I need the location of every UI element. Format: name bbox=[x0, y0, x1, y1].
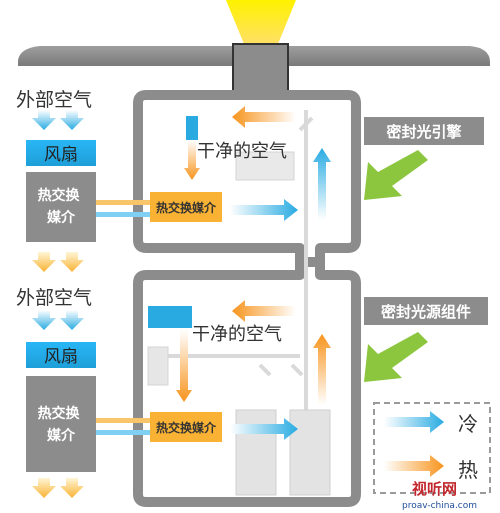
warm-arrow-left-top bbox=[232, 106, 296, 128]
hx-line-2: 媒介 bbox=[46, 427, 76, 444]
lamp-right bbox=[289, 409, 331, 496]
sealed-engine-badge bbox=[364, 117, 484, 145]
heat-exchanger-inner-bottom bbox=[150, 412, 222, 442]
inflow-arrows-top bbox=[32, 110, 84, 130]
clean-air-label-bottom: 干净的空气 bbox=[192, 324, 282, 345]
pipes-bottom bbox=[96, 418, 154, 435]
light-beam bbox=[226, 0, 296, 44]
heat-exchanger-inner-top bbox=[150, 192, 222, 222]
legend-box bbox=[373, 402, 491, 494]
outflow-arrows-bottom bbox=[32, 478, 84, 498]
watermark-url: proav-china.com bbox=[402, 501, 477, 511]
hx-line-1: 热交换 bbox=[38, 405, 81, 422]
fan-label-bottom: 风扇 bbox=[44, 347, 78, 367]
heat-exchanger-outer-bottom bbox=[26, 376, 96, 472]
cool-outlet-top bbox=[186, 116, 198, 140]
pipes-top bbox=[96, 200, 154, 217]
heat-exchanger-inner-label-bottom: 热交换媒介 bbox=[156, 420, 217, 435]
fan-label-top: 风扇 bbox=[44, 145, 78, 165]
warm-arrow-down-top bbox=[184, 140, 200, 180]
inflow-arrows-bottom bbox=[32, 310, 84, 330]
cool-arrow-up-top bbox=[313, 148, 331, 220]
watermark-brand: 视听网 bbox=[412, 480, 457, 498]
green-arrow-top bbox=[364, 150, 428, 200]
heat-exchanger-inner-label-top: 热交换媒介 bbox=[156, 200, 217, 215]
outside-air-label-top: 外部空气 bbox=[16, 89, 92, 111]
heat-exchanger-outer-top bbox=[26, 172, 96, 242]
outside-air-label-bottom: 外部空气 bbox=[16, 287, 92, 309]
cool-arrow-right-bottom bbox=[230, 418, 298, 440]
warm-arrow-left-bottom bbox=[232, 300, 296, 322]
heat-exchanger-outer-label-top: 热交换 媒介 bbox=[38, 187, 85, 226]
legend-cold-arrow bbox=[384, 411, 444, 433]
green-arrow-bottom bbox=[364, 332, 428, 382]
optic-block-top bbox=[235, 151, 295, 181]
sealed-light-source-label: 密封光源组件 bbox=[381, 303, 471, 321]
outflow-arrows-top bbox=[32, 252, 84, 272]
clean-air-label-top: 干净的空气 bbox=[197, 141, 287, 162]
legend-cold-label: 冷 bbox=[458, 412, 478, 436]
sealed-engine-label: 密封光引擎 bbox=[386, 123, 461, 141]
legend-hot-arrow bbox=[384, 455, 444, 477]
heat-exchanger-outer-label-bottom: 热交换 媒介 bbox=[38, 405, 85, 444]
warm-arrow-down-bottom bbox=[176, 330, 192, 402]
hx-line-1: 热交换 bbox=[38, 187, 81, 204]
cool-arrow-right-top bbox=[230, 199, 298, 221]
optic-block-mid bbox=[147, 346, 169, 386]
hx-line-2: 媒介 bbox=[46, 209, 76, 226]
cool-outlet-bottom bbox=[148, 306, 192, 328]
fan-box-bottom bbox=[26, 342, 96, 368]
sealed-light-source-badge bbox=[364, 297, 488, 325]
legend-hot-label: 热 bbox=[458, 458, 478, 482]
warm-arrow-up-bottom bbox=[313, 334, 331, 405]
fan-box-top bbox=[26, 140, 96, 166]
lamp-left bbox=[235, 409, 277, 496]
